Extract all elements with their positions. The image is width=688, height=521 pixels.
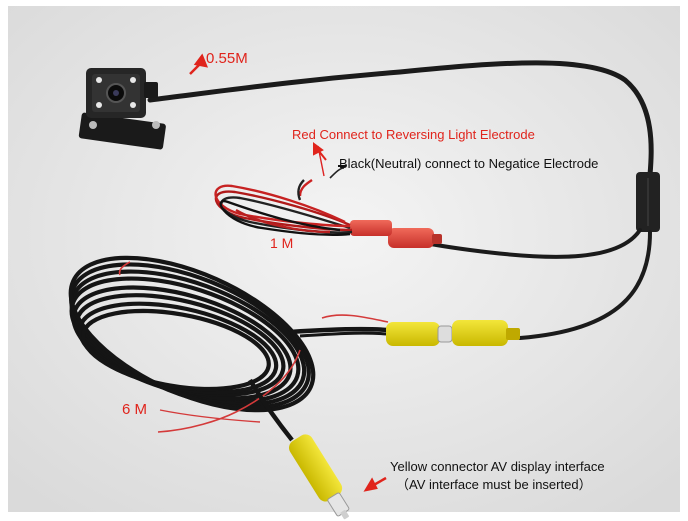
label-power-cable-length: 1 M bbox=[270, 235, 294, 251]
arrow-icon-red-wire bbox=[313, 142, 327, 161]
arrow-icon-yellow bbox=[363, 476, 387, 492]
label-video-cable-length: 6 M bbox=[122, 401, 148, 418]
label-black-wire: Black(Neutral) connect to Negatice Elect… bbox=[339, 156, 599, 171]
power-cable bbox=[418, 228, 642, 259]
yellow-rca-connector-bottom bbox=[289, 434, 350, 520]
label-av-note: （AV interface must be inserted） bbox=[396, 477, 592, 492]
camera-cable bbox=[147, 60, 654, 178]
label-yellow-connector: Yellow connector AV display interface bbox=[390, 459, 605, 474]
label-red-wire: Red Connect to Reversing Light Electrode bbox=[292, 127, 535, 142]
video-cable-coil bbox=[68, 255, 316, 413]
arrow-icon-0.55m bbox=[189, 53, 209, 75]
label-camera-cable-length: 0.55M bbox=[206, 50, 248, 67]
camera-body bbox=[78, 68, 166, 150]
av-cable bbox=[248, 378, 294, 442]
power-wire-coil bbox=[214, 145, 353, 236]
yellow-rca-connector-middle bbox=[386, 320, 520, 346]
trigger-wire bbox=[321, 314, 389, 323]
video-out-cable bbox=[518, 230, 652, 340]
coil-to-connector-cable bbox=[289, 326, 389, 335]
red-power-connector bbox=[350, 220, 442, 248]
